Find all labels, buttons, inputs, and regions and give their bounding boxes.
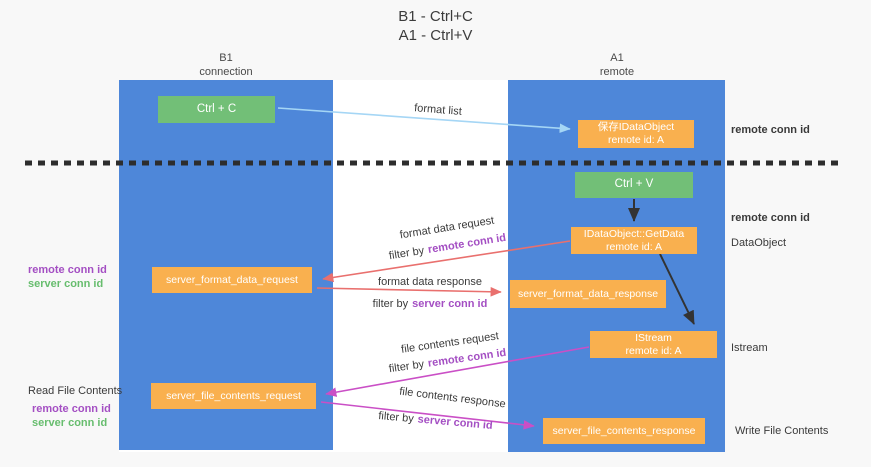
label-remote-conn-id-left-1: remote conn id: [28, 264, 107, 276]
label-dataobject: DataObject: [731, 237, 787, 249]
label-server-conn-id-left-1: server conn id: [28, 278, 104, 291]
node-server-format-data-request: server_format_data_request: [152, 267, 312, 293]
label-remote-conn-id-right-1: remote conn id: [731, 124, 810, 136]
node-server-format-data-response-label: server_format_data_response: [517, 287, 659, 300]
lane-b1-name: B1: [219, 52, 233, 64]
label-write-file-contents: Write File Contents: [735, 425, 829, 437]
page-title: B1 - Ctrl+C A1 - Ctrl+V: [0, 8, 871, 46]
label-conn-ids-left-2: remote conn id server conn id: [32, 402, 111, 431]
lane-b1-role: connection: [199, 65, 253, 78]
node-server-format-data-response: server_format_data_response: [510, 280, 666, 308]
lane-header-b1: B1 connection: [156, 52, 296, 80]
lane-a1-name: A1: [610, 52, 624, 64]
lane-a1-role: remote: [599, 65, 635, 78]
node-idataobject-getdata-line1: IDataObject::GetData: [583, 227, 685, 240]
label-read-file-contents: Read File Contents: [28, 385, 123, 397]
label-conn-ids-left-1: remote conn id server conn id: [28, 263, 107, 292]
node-ctrl-c: Ctrl + C: [158, 96, 275, 123]
node-server-file-contents-request: server_file_contents_request: [151, 383, 316, 409]
node-server-file-contents-request-label: server_file_contents_request: [166, 389, 301, 402]
node-istream-line2: remote id: A: [625, 344, 682, 357]
node-server-file-contents-response-label: server_file_contents_response: [552, 424, 696, 437]
node-save-idataobject-line2: remote id: A: [607, 134, 665, 146]
label-istream: Istream: [731, 342, 768, 354]
node-istream: IStream remote id: A: [590, 331, 717, 358]
node-server-file-contents-response: server_file_contents_response: [543, 418, 705, 444]
node-ctrl-v-label: Ctrl + V: [614, 178, 654, 191]
node-server-format-data-request-label: server_format_data_request: [166, 273, 298, 286]
node-ctrl-v: Ctrl + V: [575, 172, 693, 198]
filter-by-text: filter by: [372, 298, 409, 310]
edge-label-format-data-response: format data response: [378, 276, 482, 288]
node-idataobject-getdata-line2: remote id: A: [605, 240, 663, 253]
label-remote-conn-id-left-2: remote conn id: [32, 403, 111, 415]
node-save-idataobject-line1: 保存IDataObject: [597, 121, 675, 134]
label-server-conn-id-left-2: server conn id: [32, 417, 108, 430]
title-line-1: B1 - Ctrl+C: [398, 8, 473, 25]
node-idataobject-getdata: IDataObject::GetData remote id: A: [571, 227, 697, 254]
server-conn-id-text: server conn id: [412, 298, 488, 310]
title-line-2: A1 - Ctrl+V: [398, 26, 473, 44]
node-ctrl-c-label: Ctrl + C: [196, 102, 237, 115]
lane-header-a1: A1 remote: [547, 52, 687, 80]
label-remote-conn-id-right-2: remote conn id: [731, 212, 810, 224]
node-save-idataobject: 保存IDataObject remote id: A: [578, 120, 694, 148]
node-istream-line1: IStream: [635, 331, 672, 344]
